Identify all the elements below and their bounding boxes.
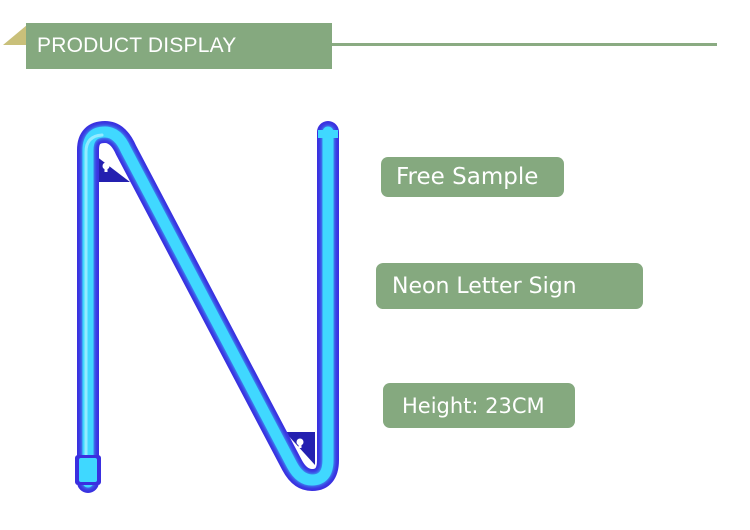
product-image — [60, 120, 360, 500]
feature-tag-product-type: Neon Letter Sign — [376, 263, 643, 309]
bottom-bracket — [285, 432, 315, 465]
feature-tag-label: Height: 23CM — [402, 393, 545, 418]
neon-letter-n-icon — [75, 121, 339, 493]
section-title: PRODUCT DISPLAY — [37, 34, 237, 57]
section-title-banner: PRODUCT DISPLAY — [26, 23, 332, 69]
feature-tag-height: Height: 23CM — [383, 383, 575, 428]
header-corner-decoration — [3, 25, 27, 45]
feature-tag-free-sample: Free Sample — [381, 157, 564, 197]
feature-tag-label: Free Sample — [396, 164, 539, 190]
feature-tag-label: Neon Letter Sign — [392, 273, 577, 299]
top-bracket — [96, 156, 130, 182]
header-divider-line — [331, 43, 717, 46]
